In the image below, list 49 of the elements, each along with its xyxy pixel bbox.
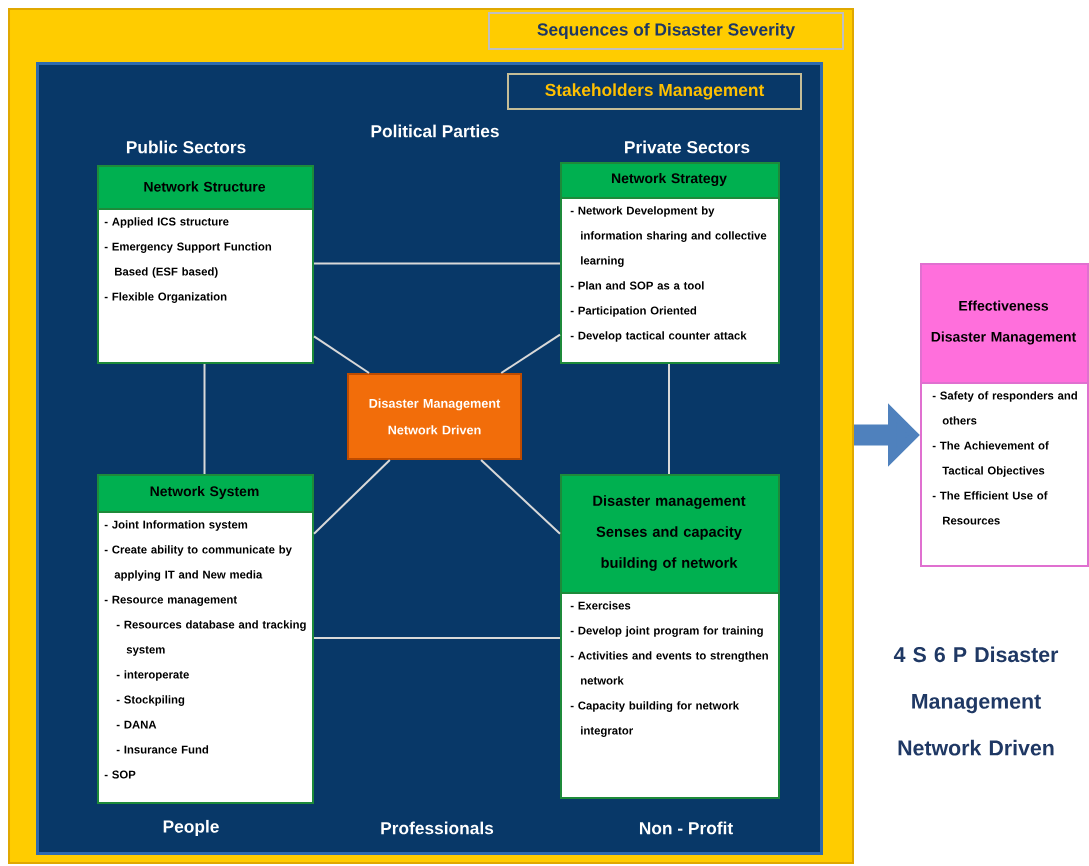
connector-line [313, 637, 561, 639]
list-item: - DANA [116, 720, 157, 729]
card-header: Network Structure [97, 165, 314, 210]
list-item: - The Achievement of Tactical Objectives [932, 441, 1049, 477]
list-item: - Insurance Fund [116, 745, 209, 754]
sector-label: Non - Profit [640, 821, 733, 835]
list-item: - Emergency Support Function Based (ESF based) [104, 242, 272, 278]
list-item: - The Efficient Use of Resources [932, 491, 1048, 525]
title-box: Stakeholders Management [507, 73, 802, 110]
list-item: - Resources database and tracking system [116, 620, 306, 656]
list-item: - Joint Information system [104, 520, 248, 531]
connector-line [313, 335, 371, 374]
list-item: - Safety of responders and others [932, 391, 1077, 425]
list-item: - interoperate [116, 670, 189, 681]
card-header: Effectiveness Disaster Management [920, 263, 1089, 384]
card [560, 474, 780, 799]
list-item: - Network Development by information sharing and collective learning [570, 206, 767, 267]
list-item: - Resource management [104, 595, 237, 606]
title-box: Sequences of Disaster Severity [488, 12, 844, 50]
card-header: Disaster management Senses and capacity building of network [560, 474, 780, 594]
connector-line [203, 363, 206, 475]
hub-box: Disaster Management Network Driven [347, 373, 522, 460]
connector-line [480, 459, 561, 535]
connector-line [500, 333, 561, 374]
caption: 4 S 6 P Disaster Management Network Driven [893, 646, 1059, 756]
card-header: Network Strategy [560, 162, 780, 199]
list-item: - Applied ICS structure [104, 217, 229, 228]
card [97, 165, 314, 364]
sector-label: Political Parties [371, 124, 499, 138]
list-item: - Create ability to communicate by applying IT and New media [104, 545, 292, 581]
connector-line [313, 262, 561, 265]
connector-line [668, 363, 670, 475]
list-item: - Flexible Organization [104, 292, 227, 303]
card [920, 263, 1089, 567]
sector-label: People [163, 819, 219, 837]
list-item: - Plan and SOP as a tool [570, 281, 704, 290]
sector-label: Professionals [381, 821, 494, 835]
list-item: - Participation Oriented [570, 306, 697, 317]
card [97, 474, 314, 804]
list-item: - Stockpiling [116, 695, 185, 706]
list-item: - SOP [104, 770, 136, 779]
card [560, 162, 780, 364]
list-item: - Develop tactical counter attack [570, 331, 747, 342]
list-item: - Exercises [570, 601, 631, 610]
list-item: - Capacity building for network integrator [570, 701, 740, 737]
connector-line [313, 459, 391, 535]
list-item: - Activities and events to strengthen network [570, 651, 768, 685]
card-header: Network System [97, 474, 314, 513]
list-item: - Develop joint program for training [570, 626, 763, 637]
